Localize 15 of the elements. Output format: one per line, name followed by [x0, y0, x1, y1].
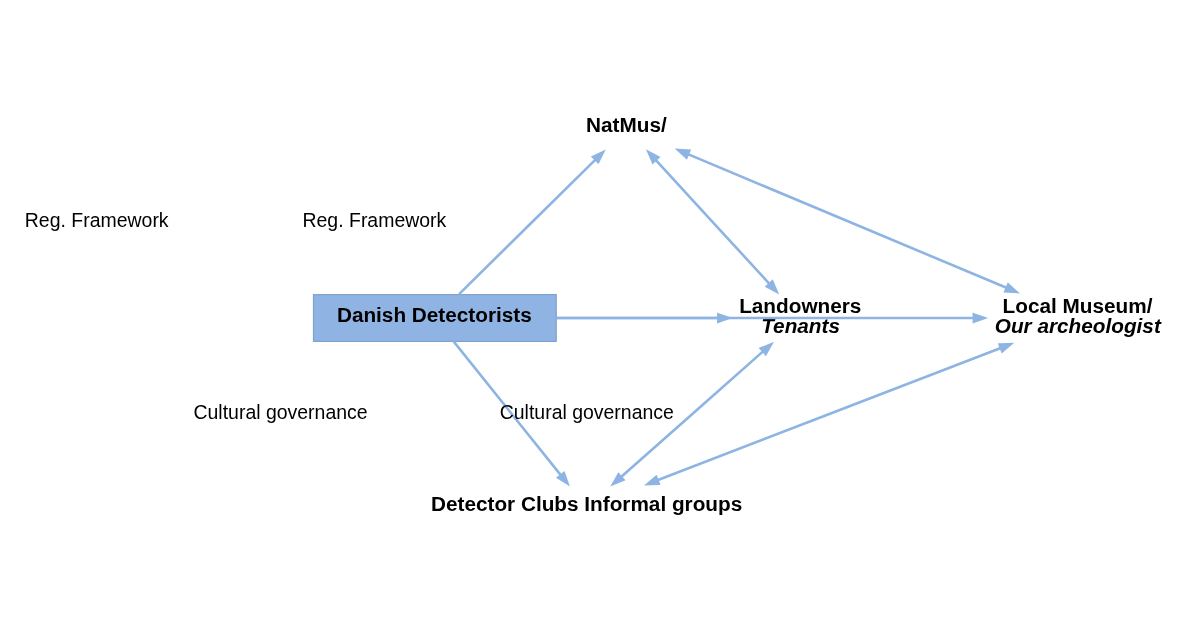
- arrow: [645, 148, 780, 295]
- node-text: Detector Clubs Informal groups: [430, 491, 743, 515]
- arrow: [610, 341, 774, 487]
- arrow: [644, 342, 1015, 485]
- node-box: Danish Detectorists: [312, 293, 557, 342]
- label: Cultural governance: [499, 400, 674, 423]
- node-text: NatMus/: [586, 112, 667, 136]
- node-text: Landowners Tenants: [739, 293, 862, 337]
- label: Reg. Framework: [24, 208, 169, 231]
- label: Reg. Framework: [302, 208, 447, 231]
- arrow: [458, 148, 606, 295]
- node-text: Local Museum/ Our archeologist: [994, 293, 1161, 337]
- label: Cultural governance: [193, 400, 368, 423]
- arrow: [674, 148, 1020, 293]
- arrow: [452, 340, 570, 487]
